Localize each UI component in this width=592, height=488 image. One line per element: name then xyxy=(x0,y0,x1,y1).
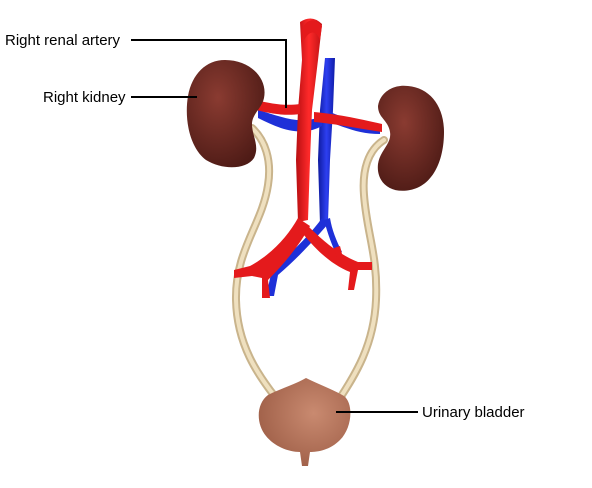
label-right-renal-artery: Right renal artery xyxy=(5,32,121,49)
urinary-bladder xyxy=(258,378,351,466)
right-renal-artery xyxy=(256,100,300,115)
leader-lines xyxy=(131,39,418,413)
left-common-iliac-artery xyxy=(300,224,372,290)
left-iliac-vein xyxy=(324,218,342,254)
renal-artery-leader xyxy=(131,39,287,108)
left-kidney-shape xyxy=(377,85,444,191)
left-ureter-highlight xyxy=(338,138,386,400)
aorta xyxy=(296,18,322,223)
label-right-kidney: Right kidney xyxy=(43,89,126,106)
kidneys xyxy=(186,60,444,191)
right-ureter-highlight xyxy=(233,126,278,400)
aortic-arch-top xyxy=(302,20,322,40)
left-renal-artery xyxy=(314,112,382,132)
right-common-iliac-artery xyxy=(234,218,310,298)
right-kidney-shape xyxy=(186,60,265,168)
bladder-shape xyxy=(258,378,351,466)
inferior-vena-cava xyxy=(318,58,335,224)
left-iliac-branch xyxy=(334,246,344,262)
label-urinary-bladder: Urinary bladder xyxy=(422,404,525,421)
arterial-system xyxy=(234,18,382,298)
ureters xyxy=(231,124,388,402)
